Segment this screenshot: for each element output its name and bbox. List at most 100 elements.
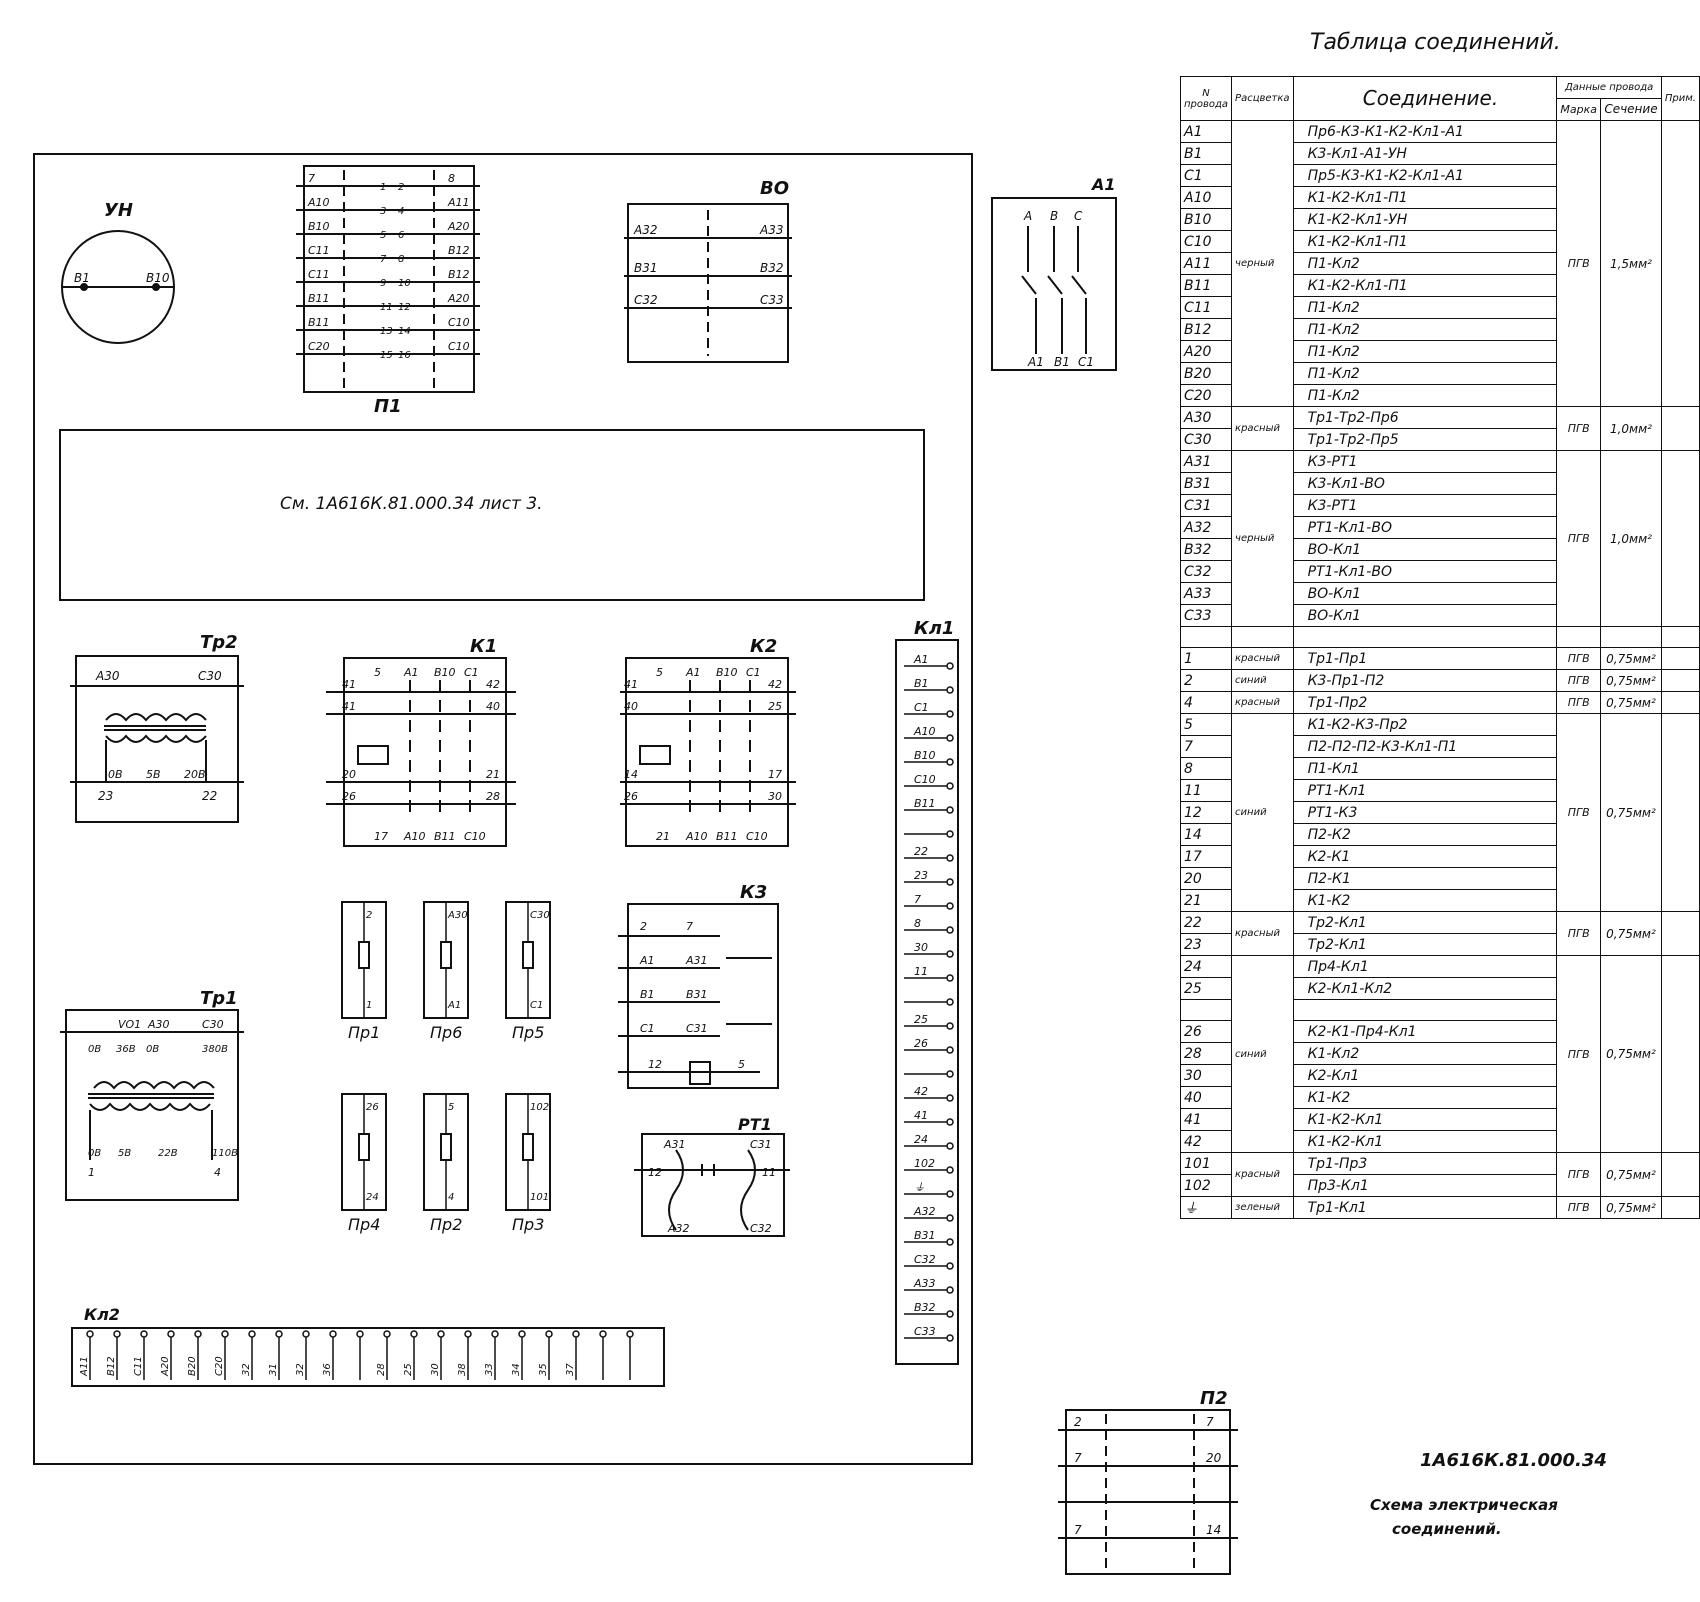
kl1-terminal-label: C10 xyxy=(914,773,936,786)
wire-number: A20 xyxy=(1179,340,1233,363)
wire-color: красный xyxy=(1231,1152,1294,1197)
a1-phase-top: A xyxy=(1023,209,1032,223)
tr1-upper: 380B xyxy=(202,1044,228,1055)
wire-connection: Тр1-Пр1 xyxy=(1292,647,1558,670)
p2-wire-left: 2 xyxy=(1074,1415,1082,1429)
wire-connection: П2-К2 xyxy=(1292,823,1558,846)
fuse-bottom-label: 4 xyxy=(448,1192,454,1203)
wire-connection: РТ1-К3 xyxy=(1292,801,1558,824)
kl1-terminal-label: A32 xyxy=(913,1205,936,1218)
header-wire-data: Данные провода xyxy=(1556,76,1662,99)
vo-wire-left: B31 xyxy=(634,261,658,275)
wire-note xyxy=(1660,911,1700,956)
wire-section: 0,75мм² xyxy=(1600,691,1662,714)
fuse-element xyxy=(440,1133,452,1161)
wire-number: A32 xyxy=(1179,516,1233,539)
wire-number: 42 xyxy=(1179,1130,1233,1153)
wire-number: 17 xyxy=(1179,845,1233,868)
kl1-terminal-screw xyxy=(946,950,954,958)
fuse-element xyxy=(522,1133,534,1161)
kl1-terminal-screw xyxy=(946,1262,954,1270)
p1-wire-right: A20 xyxy=(447,220,470,233)
wire-note xyxy=(1660,406,1700,451)
kl1-terminal-label: C32 xyxy=(914,1253,936,1266)
wire-mark: ПГВ xyxy=(1556,647,1601,670)
reference-box xyxy=(59,429,925,601)
kl2-terminal-screw xyxy=(275,1330,283,1338)
wire-number: 1 xyxy=(1179,647,1233,670)
p1-wire-right: C10 xyxy=(448,316,470,329)
k3-terminal: A31 xyxy=(685,954,708,967)
fuse-top-label: 2 xyxy=(366,910,372,921)
p1-pin-left: 9 xyxy=(380,278,386,289)
kl1-terminal-label: 30 xyxy=(914,941,928,954)
kl1-terminal-screw xyxy=(946,926,954,934)
wire-connection xyxy=(1292,626,1558,648)
wire-section: 0,75мм² xyxy=(1600,1152,1662,1197)
k2-left: 40 xyxy=(624,700,638,713)
vo-wire-right: C33 xyxy=(760,293,784,307)
wire-number: 20 xyxy=(1179,867,1233,890)
kl1-terminal-screw xyxy=(946,830,954,838)
tr1-bottom-right: 4 xyxy=(214,1166,221,1179)
header-connection: Соединение. xyxy=(1292,76,1558,121)
kl1-terminal-screw xyxy=(946,1142,954,1150)
kl1-terminal-screw xyxy=(946,974,954,982)
kl2-terminal-screw xyxy=(302,1330,310,1338)
wire-connection: Пр5-К3-К1-К2-Кл1-А1 xyxy=(1292,164,1558,187)
p1-wire-left: B11 xyxy=(308,292,330,305)
p2-switch xyxy=(1058,1409,1238,1575)
fuse-bottom-label: 24 xyxy=(366,1192,379,1203)
kl2-terminal-label: A11 xyxy=(79,1356,90,1377)
p1-pin-left: 11 xyxy=(380,302,393,313)
wire-color: черный xyxy=(1231,120,1294,407)
p1-pin-right: 12 xyxy=(398,302,411,313)
p1-wire-right: A20 xyxy=(447,292,470,305)
wire-mark: ПГВ xyxy=(1556,911,1601,956)
wire-color: красный xyxy=(1231,406,1294,451)
un-voltmeter xyxy=(61,230,175,344)
wire-color xyxy=(1231,626,1294,648)
wire-note xyxy=(1660,955,1700,1153)
fuse-bottom-label: C1 xyxy=(530,1000,543,1011)
k3-terminal: A1 xyxy=(639,954,655,967)
rt1-relay xyxy=(634,1133,790,1237)
wire-color: зеленый xyxy=(1231,1196,1294,1219)
wire-color: черный xyxy=(1231,450,1294,627)
p1-pin-right: 4 xyxy=(398,206,404,217)
p1-wire-left: C11 xyxy=(308,268,330,281)
fuse-bottom-label: 101 xyxy=(530,1192,549,1203)
wire-connection: К1-К2-Кл1-УН xyxy=(1292,208,1558,231)
tr1-top: C30 xyxy=(202,1018,224,1031)
wire-number: C30 xyxy=(1179,428,1233,451)
kl1-terminal-label: 26 xyxy=(914,1037,928,1050)
kl1-terminal-screw xyxy=(946,782,954,790)
k3-terminal: 7 xyxy=(686,920,693,933)
wire-number: C32 xyxy=(1179,560,1233,583)
a1-label: А1 xyxy=(1090,175,1116,194)
p1-wire-right: A11 xyxy=(447,196,470,209)
wire-number: 7 xyxy=(1179,735,1233,758)
kl2-terminal-screw xyxy=(545,1330,553,1338)
p1-pin-left: 15 xyxy=(380,350,393,361)
kl1-terminal-label: 25 xyxy=(914,1013,928,1026)
wire-number xyxy=(1179,999,1233,1021)
tr2-bottom-left: 23 xyxy=(98,789,113,803)
p1-pin-left: 5 xyxy=(380,230,386,241)
un-b1-label: В1 xyxy=(74,271,90,285)
fuse-top-label: C30 xyxy=(530,910,550,921)
wire-connection: Тр1-Тр2-Пр6 xyxy=(1292,406,1558,429)
k3-label: К3 xyxy=(740,882,767,903)
wire-note xyxy=(1660,450,1700,627)
p1-pin-right: 10 xyxy=(398,278,411,289)
k1-label: К1 xyxy=(470,636,497,657)
